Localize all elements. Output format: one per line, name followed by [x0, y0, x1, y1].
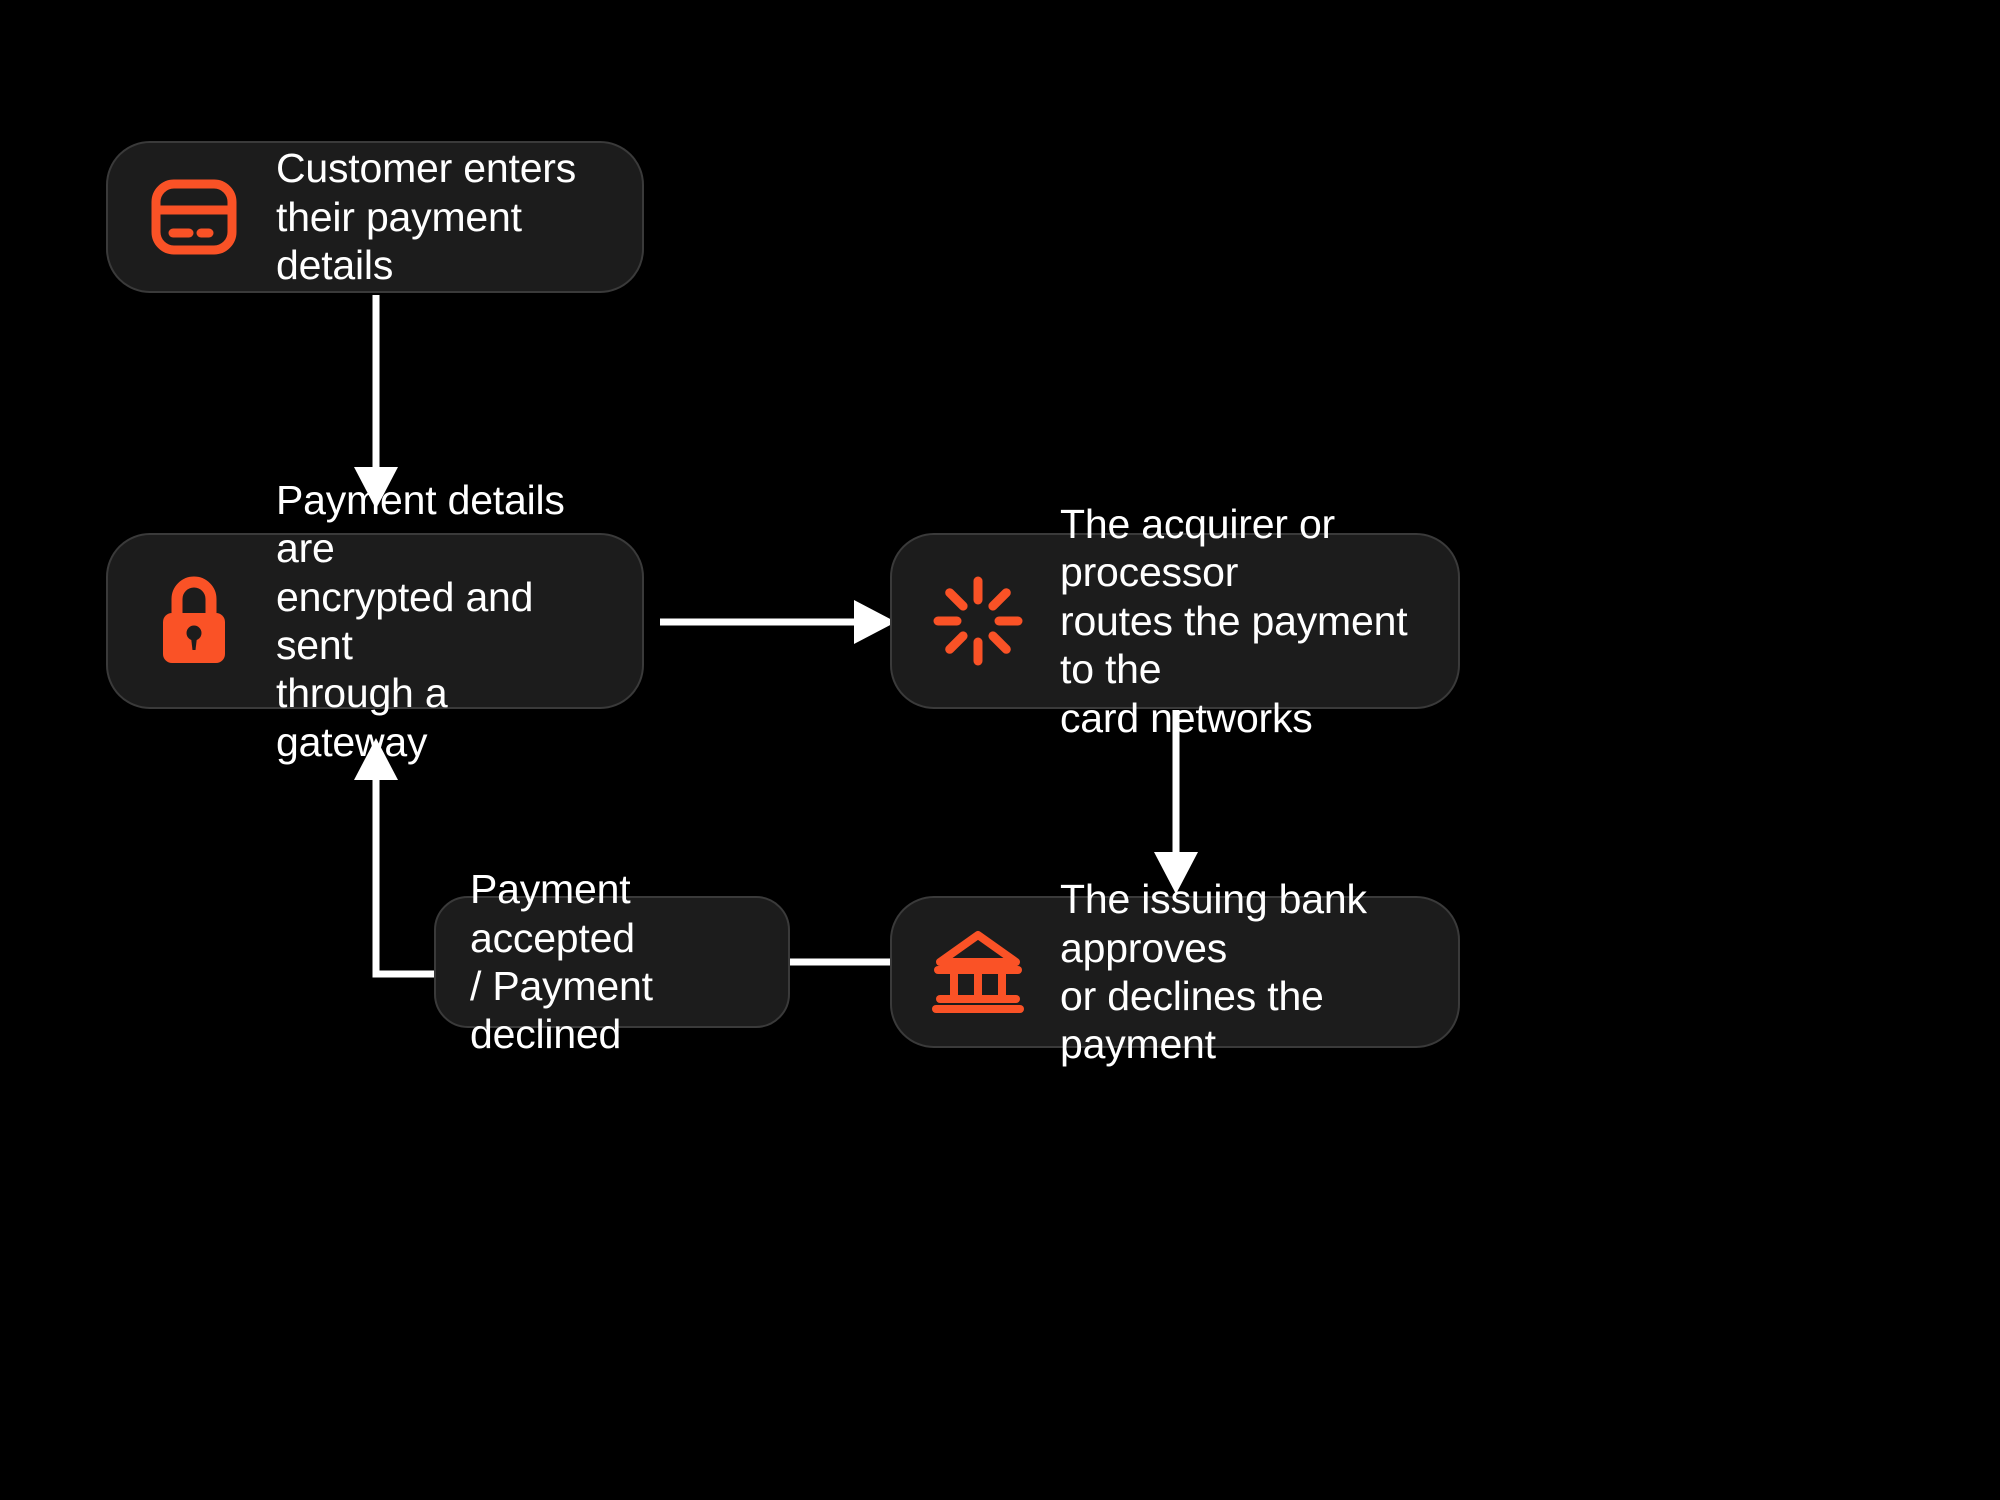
node-label: The issuing bank approves or declines th…: [1060, 876, 1367, 1068]
node-issuing-bank-decision[interactable]: The issuing bank approves or declines th…: [890, 876, 1460, 1067]
lock-icon: [148, 575, 240, 667]
node-payment-accepted-declined[interactable]: Payment accepted / Payment declined: [434, 866, 790, 1057]
sunburst-icon: [932, 575, 1024, 667]
node-label: The acquirer or processor routes the pay…: [1060, 501, 1408, 741]
connector-issuing-to-result: [786, 950, 898, 974]
node-label: Customer enters their payment details: [276, 145, 577, 289]
node-payment-details-encrypted[interactable]: Payment details are encrypted and sent t…: [106, 477, 644, 765]
connector-acquirer-to-issuing: [1140, 710, 1220, 900]
node-customer-enters-payment-details[interactable]: Customer enters their payment details: [106, 141, 644, 293]
connector-customer-to-gateway: [340, 295, 420, 515]
node-label: Payment accepted / Payment declined: [470, 866, 653, 1058]
node-label: Payment details are encrypted and sent t…: [276, 476, 565, 765]
connector-result-to-gateway: [348, 736, 468, 980]
bank-icon: [932, 926, 1024, 1018]
connector-gateway-to-acquirer: [660, 600, 900, 650]
node-acquirer-routes-payment[interactable]: The acquirer or processor routes the pay…: [890, 501, 1460, 741]
credit-card-icon: [148, 171, 240, 263]
